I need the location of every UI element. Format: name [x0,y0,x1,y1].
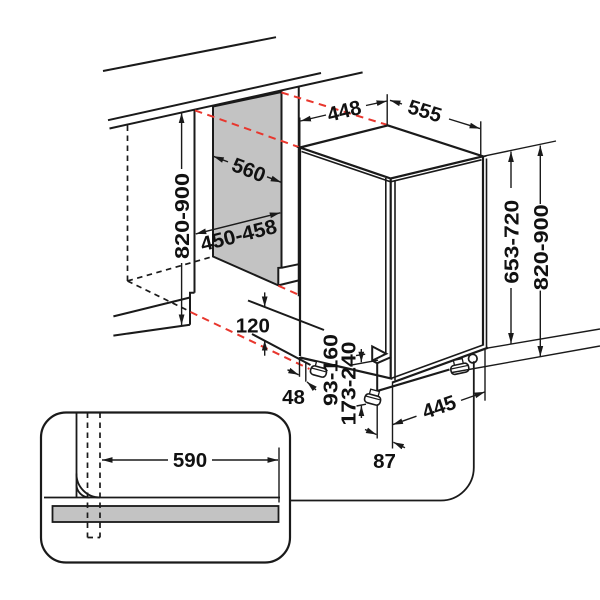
label-555: 555 [405,95,444,127]
niche-plinth-lines [247,299,325,366]
label-445: 445 [419,391,459,424]
dim-450-458-line [195,212,281,235]
inset-connector [290,361,475,502]
plinth-recess-upper-line [247,299,325,331]
toe-kick-notch [371,344,392,391]
left-cabinet [113,110,196,337]
countertop [102,36,363,130]
dim-87-arrow-right [393,441,406,450]
hidden-bottom-front-edge [127,280,191,313]
dim-right-bottom-ref-653 [485,328,600,349]
dim-555-line-a [389,99,403,107]
plinth-recess-lower-line [251,333,311,366]
dim-87-arrow-left [364,427,377,436]
label-653-720: 653-720 [501,200,524,284]
countertop-front-bottom-edge [109,71,363,130]
dim-93-160-ext [351,359,379,366]
inset-box [39,411,292,564]
niche-right-wall [212,86,300,297]
side-panel-hole [467,353,478,364]
alignment-lines [190,91,388,370]
dim-448 [299,94,388,148]
hidden-bottom-back-edge [127,255,214,282]
dim-555-line-b [448,118,481,130]
right-wall-step-top [281,263,299,269]
dim-555 [389,99,482,158]
foot-collar-line [450,364,469,370]
left-cabinet-floor-line [113,323,191,337]
dim-560-line-b [266,175,282,183]
dim-445-line-b [392,415,417,426]
left-cabinet-plinth-top [113,296,191,318]
label-820-900-left: 820-900 [171,173,194,259]
dim-173-240-foot-ref [356,403,367,407]
dim-560-line-a [213,155,229,163]
dim-448-line-a [300,114,327,122]
foot-collar-line [365,395,381,401]
dishwasher-top-face [296,124,488,180]
dim-right-top-ref [482,140,557,157]
dishwasher-side-bottom-inner [390,343,485,380]
label-93-160: 93-160 [319,334,342,406]
label-590: 590 [173,449,207,472]
dim-445 [391,349,486,449]
label-173-240: 173-240 [337,342,360,426]
dishwasher [296,124,489,393]
alignment-bottom-mid [277,284,300,296]
dim-93-240 [351,349,379,418]
inset-plinth-board [51,505,280,523]
label-48: 48 [282,386,305,409]
alignment-top-back [281,91,388,126]
right-wall-plinth-bottom [278,279,299,287]
toe-kick-notch-face [371,344,389,363]
dim-448-line-b [365,100,388,107]
countertop-back-edge [102,36,277,72]
label-820-900-right: 820-900 [530,204,553,290]
niche-gray-panel [212,90,283,287]
dim-right-floor-ref [451,345,600,374]
label-120: 120 [236,314,270,337]
alignment-bottom-front [190,311,310,370]
dishwasher-feet [309,357,470,406]
dim-48-arrow-right [306,381,317,392]
dim-48-arrow-left [287,367,299,376]
foot-collar-line [311,367,327,373]
toe-kick-notch-band [376,356,392,365]
dim-87 [364,404,406,450]
dim-right-heights [451,140,600,374]
left-cabinet-plinth-step [189,291,195,325]
dim-450-458 [195,212,281,235]
dishwasher-base-bottom [376,368,450,393]
dim-560 [213,155,282,183]
label-448: 448 [325,96,364,127]
inset-detail [39,411,292,564]
countertop-front-top-edge [107,72,322,122]
dim-48 [287,357,317,392]
label-87: 87 [373,450,396,473]
alignment-top-front [194,109,301,149]
front-left-foot [309,360,328,378]
left-cabinet-hidden-edges [126,125,214,313]
front-right-foot [363,388,382,406]
